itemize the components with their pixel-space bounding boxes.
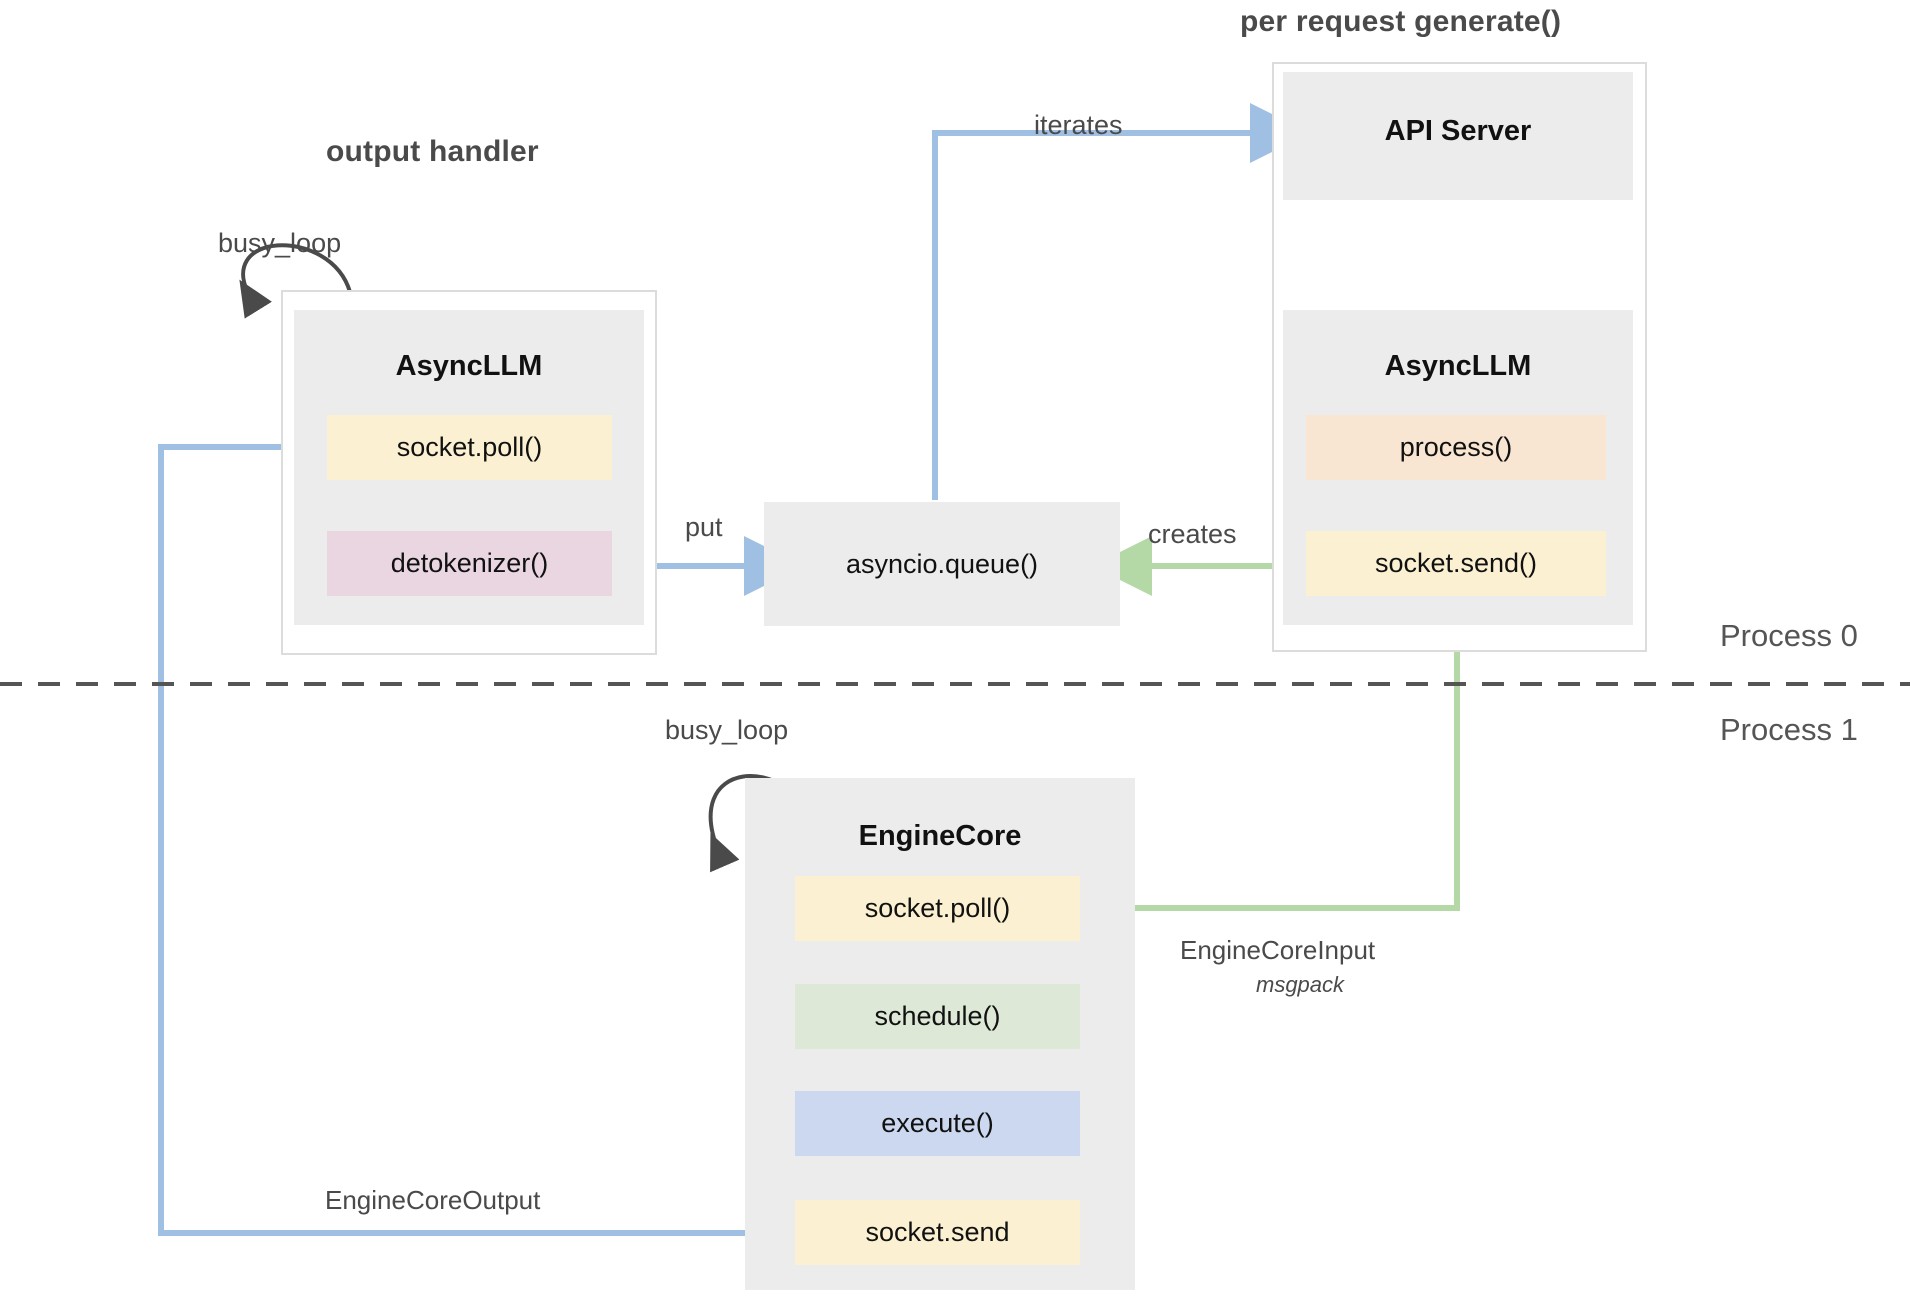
chip-detokenizer[interactable]: detokenizer()	[327, 531, 612, 596]
chip-socket-send-asyncllm[interactable]: socket.send()	[1306, 531, 1606, 596]
iterates-arrow	[932, 103, 1310, 500]
engine-core-title: EngineCore	[858, 820, 1022, 852]
asyncllm-title-right: AsyncLLM	[1384, 350, 1532, 382]
per-request-title: per request generate()	[1240, 5, 1562, 38]
chip-socket-poll-engine-core[interactable]: socket.poll()	[795, 876, 1080, 941]
busy-loop-label-output-handler: busy_loop	[218, 228, 342, 258]
api-server-module: API Server	[1283, 72, 1633, 200]
chip-execute[interactable]: execute()	[795, 1091, 1080, 1156]
process-1-label: Process 1	[1720, 712, 1858, 747]
process-0-label: Process 0	[1720, 618, 1858, 653]
iterates-label: iterates	[1034, 110, 1123, 140]
chip-socket-poll-output-handler[interactable]: socket.poll()	[327, 415, 612, 480]
asyncio-queue-box[interactable]: asyncio.queue()	[764, 502, 1120, 626]
asyncllm-title-left: AsyncLLM	[395, 350, 543, 382]
put-label: put	[685, 512, 723, 542]
engine-core-output-label: EngineCoreOutput	[325, 1185, 541, 1215]
engine-core-input-format-label: msgpack	[1256, 972, 1345, 997]
busy-loop-label-engine-core: busy_loop	[665, 715, 789, 745]
chip-process[interactable]: process()	[1306, 415, 1606, 480]
chip-schedule[interactable]: schedule()	[795, 984, 1080, 1049]
output-handler-title: output handler	[326, 135, 539, 168]
creates-label: creates	[1148, 519, 1237, 549]
engine-core-input-label: EngineCoreInput	[1180, 935, 1376, 965]
api-server-title: API Server	[1384, 115, 1532, 147]
chip-socket-send-engine-core[interactable]: socket.send	[795, 1200, 1080, 1265]
